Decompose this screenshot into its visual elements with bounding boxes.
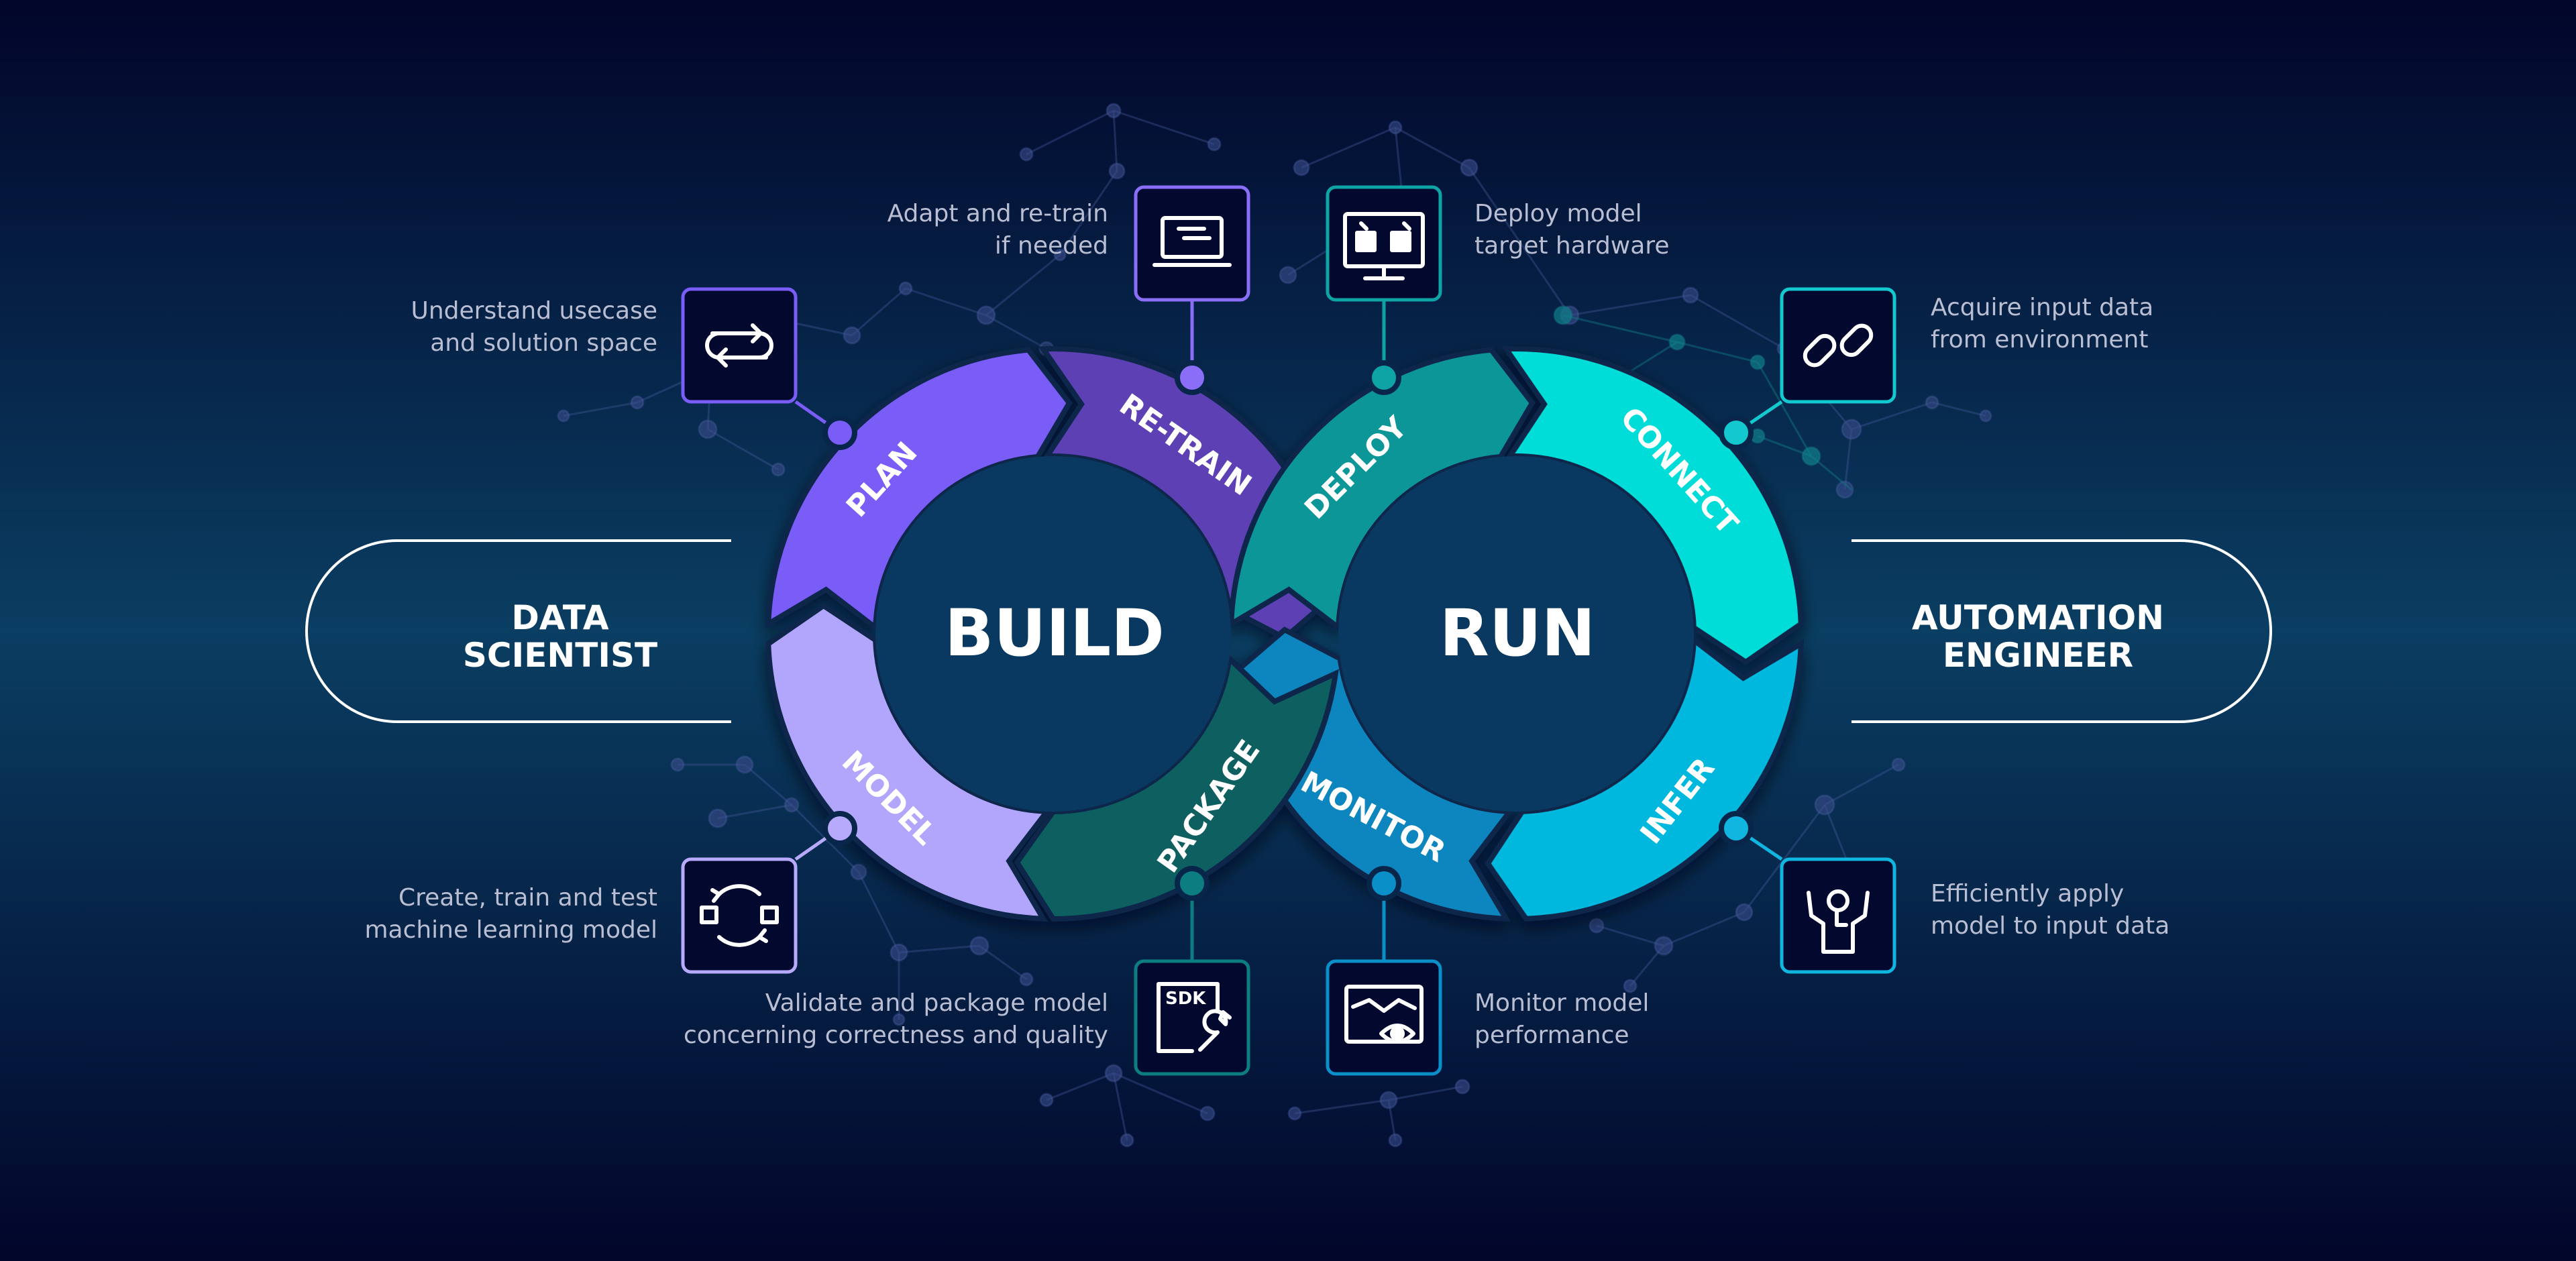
desc-monitor-line2: performance: [1474, 1022, 1629, 1049]
callout-model: Create, train and test machine learning m…: [364, 811, 857, 974]
connector-dot-model: [822, 811, 857, 846]
build-title: BUILD: [945, 596, 1165, 671]
callout-plan: Understand usecase and solution space: [411, 287, 857, 450]
desc-package-line2: concerning correctness and quality: [684, 1022, 1108, 1049]
infinity-rings: [765, 346, 1804, 922]
desc-connect-line2: from environment: [1931, 326, 2149, 353]
callout-infer: Efficiently apply model to input data: [1719, 811, 2169, 974]
role-left-line2: SCIENTIST: [463, 636, 657, 675]
refresh-icon: [700, 884, 779, 947]
role-pill-right-outline: [1851, 539, 2272, 723]
desc-infer-line2: model to input data: [1931, 912, 2169, 940]
callouts: Understand usecase and solution space Adap…: [364, 185, 2169, 1076]
role-automation-engineer: AUTOMATION ENGINEER: [1851, 539, 2272, 723]
link-icon: [1803, 323, 1874, 368]
segment-connect: [1501, 346, 1804, 665]
icon-box-plan: [681, 287, 798, 404]
laptop-icon: [1152, 216, 1232, 267]
desc-model-line1: Create, train and test: [398, 884, 657, 912]
connector-dot-deploy: [1366, 360, 1401, 395]
sdk-label: SDK: [1165, 989, 1206, 1009]
connector-dot-retrain: [1175, 360, 1210, 395]
chart-eye-icon: [1344, 985, 1424, 1044]
icon-box-monitor: [1326, 959, 1442, 1076]
desc-retrain-line2: if needed: [995, 232, 1108, 260]
desc-package-line1: Validate and package model: [765, 989, 1108, 1017]
sdk-wrench-icon: SDK: [1157, 982, 1232, 1053]
cycle-arrows-icon: [705, 323, 773, 368]
callout-package: SDK Validate and package model concerning …: [684, 866, 1250, 1076]
icon-box-model: [681, 857, 798, 974]
build-hub: [875, 456, 1231, 812]
role-left-line1: DATA: [511, 598, 609, 637]
monitor-icon: [1343, 212, 1425, 280]
callout-monitor: Monitor model performance: [1326, 866, 1649, 1076]
callout-deploy: Deploy model target hardware: [1326, 185, 1669, 395]
callout-connect: Acquire input data from environment: [1719, 287, 2153, 450]
connector-dot-plan: [822, 415, 857, 450]
role-pill-left-outline: [305, 539, 731, 723]
desc-retrain-line1: Adapt and re-train: [888, 200, 1108, 227]
icon-box-retrain: [1134, 185, 1250, 302]
callout-retrain: Adapt and re-train if needed: [888, 185, 1250, 395]
operator-icon: [1807, 889, 1870, 954]
run-hub: [1338, 456, 1694, 812]
connector-dot-package: [1175, 866, 1210, 901]
connector-dot-monitor: [1366, 866, 1401, 901]
icon-box-package: [1134, 959, 1250, 1076]
desc-deploy-line1: Deploy model: [1474, 200, 1642, 227]
role-right-line2: ENGINEER: [1943, 636, 2133, 675]
desc-deploy-line2: target hardware: [1474, 232, 1669, 260]
connector-dot-infer: [1719, 811, 1754, 846]
desc-infer-line1: Efficiently apply: [1931, 880, 2124, 908]
role-right-line1: AUTOMATION: [1912, 598, 2164, 637]
desc-plan-line2: and solution space: [430, 329, 657, 357]
desc-plan-line1: Understand usecase: [411, 297, 658, 325]
desc-model-line2: machine learning model: [364, 916, 657, 944]
run-title: RUN: [1440, 596, 1595, 671]
role-data-scientist: DATA SCIENTIST: [305, 539, 731, 723]
desc-monitor-line1: Monitor model: [1474, 989, 1649, 1017]
desc-connect-line1: Acquire input data: [1931, 294, 2153, 321]
icon-box-connect: [1780, 287, 1896, 404]
connector-dot-connect: [1719, 415, 1754, 450]
